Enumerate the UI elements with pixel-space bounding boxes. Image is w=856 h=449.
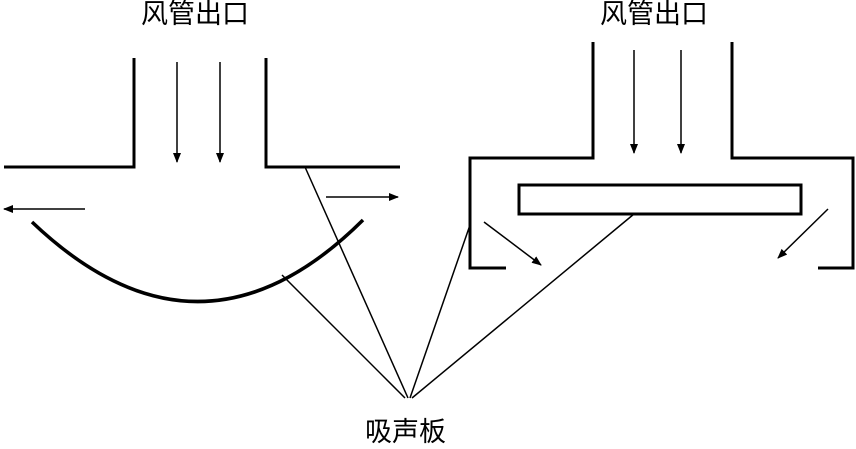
right-diag-arrow-1 <box>483 221 542 266</box>
leader-1 <box>304 166 409 399</box>
left-diffuser <box>3 58 400 304</box>
right-diag-arrow-2 <box>777 208 829 259</box>
leader-3 <box>409 224 471 399</box>
absorber-label: 吸声板 <box>365 417 446 448</box>
right-housing-left <box>468 42 595 270</box>
leader-2 <box>281 274 406 399</box>
right-diffuser <box>468 42 855 270</box>
left-outlet-label: 风管出口 <box>141 0 249 30</box>
flat-absorber-panel <box>517 183 803 216</box>
curved-absorber-panel <box>30 218 365 304</box>
right-housing-right <box>730 42 855 270</box>
right-outlet-label: 风管出口 <box>600 0 708 30</box>
leader-4 <box>411 213 635 399</box>
leader-lines <box>281 166 635 399</box>
left-duct-walls <box>4 58 400 169</box>
